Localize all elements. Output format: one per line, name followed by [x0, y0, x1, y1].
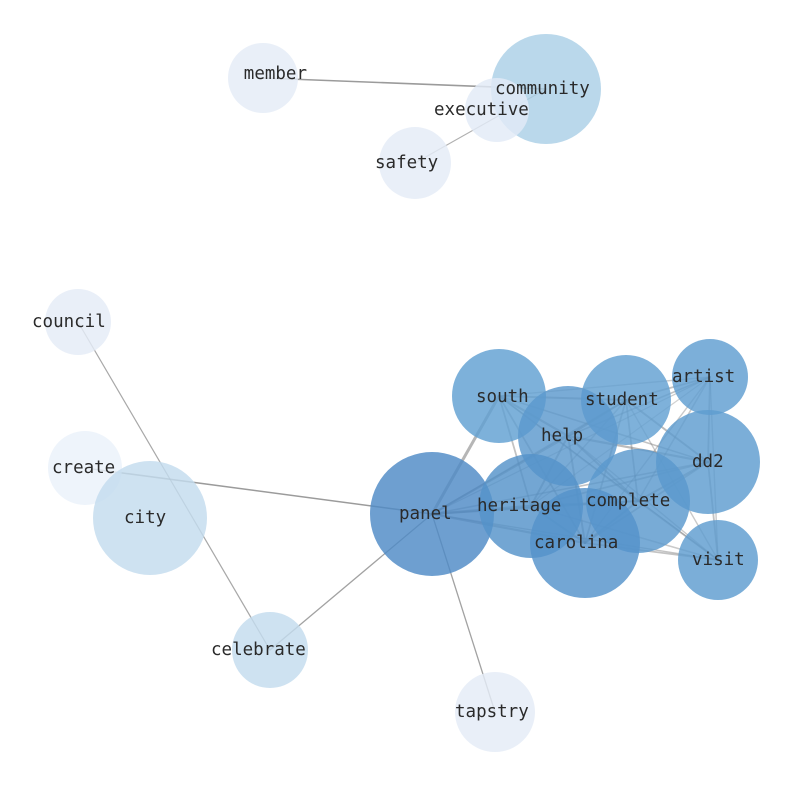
graph-node-label-celebrate: celebrate — [211, 640, 306, 660]
graph-node-visit[interactable] — [678, 520, 758, 600]
graph-node-label-visit: visit — [692, 550, 745, 570]
graph-node-label-south: south — [476, 387, 529, 407]
graph-node-label-carolina: carolina — [534, 533, 618, 553]
graph-node-label-safety: safety — [375, 153, 438, 173]
graph-node-label-student: student — [585, 390, 659, 410]
graph-node-celebrate[interactable] — [232, 612, 308, 688]
graph-node-tapstry[interactable] — [455, 672, 535, 752]
graph-node-artist[interactable] — [672, 339, 748, 415]
graph-node-safety[interactable] — [379, 127, 451, 199]
graph-node-panel[interactable] — [370, 452, 494, 576]
graph-node-label-create: create — [52, 458, 115, 478]
graph-node-label-help: help — [541, 426, 583, 446]
graph-node-label-executive: executive — [434, 100, 529, 120]
graph-node-carolina[interactable] — [530, 488, 640, 598]
graph-node-city[interactable] — [93, 461, 207, 575]
node-layer — [45, 34, 760, 752]
graph-node-label-artist: artist — [672, 367, 735, 387]
graph-node-label-dd2: dd2 — [692, 452, 724, 472]
graph-node-label-complete: complete — [586, 491, 670, 511]
graph-node-member[interactable] — [228, 43, 298, 113]
graph-node-label-panel: panel — [399, 504, 452, 524]
graph-node-label-city: city — [124, 508, 166, 528]
graph-node-executive[interactable] — [465, 78, 529, 142]
graph-node-council[interactable] — [45, 289, 111, 355]
graph-node-label-member: member — [244, 64, 307, 84]
graph-node-label-heritage: heritage — [477, 496, 561, 516]
graph-node-label-tapstry: tapstry — [455, 702, 529, 722]
graph-node-label-community: community — [495, 79, 590, 99]
graph-node-label-council: council — [32, 312, 106, 332]
